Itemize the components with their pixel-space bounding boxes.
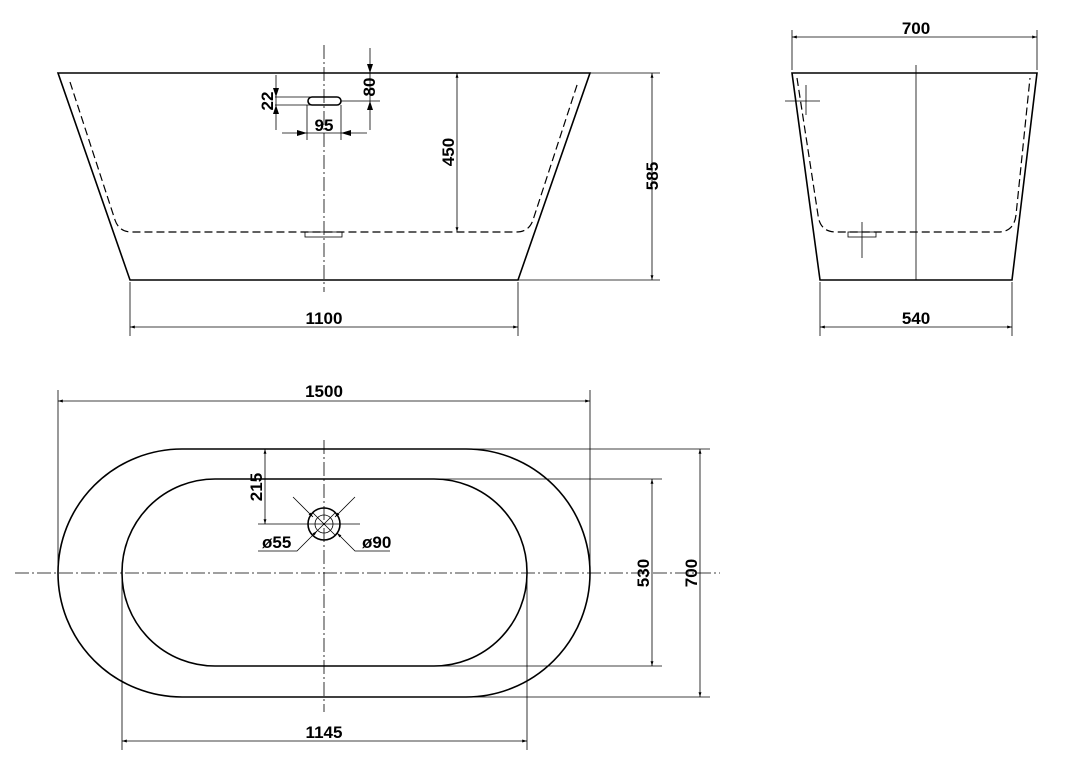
dim-diameter-55: ø55 [262,533,291,552]
dim-1500: 1500 [305,382,343,401]
dim-540: 540 [902,309,930,328]
dim-22: 22 [258,92,277,111]
dim-diameter-90: ø90 [362,533,391,552]
dim-80: 80 [360,78,379,97]
dim-700-side: 700 [902,19,930,38]
dim-530: 530 [634,559,653,587]
plan-view: 1500 700 530 1145 215 ø55 ø90 [15,382,720,750]
front-view: 585 450 1100 22 95 80 [56,45,662,336]
drain-icon [304,231,343,238]
dim-95: 95 [315,116,334,135]
dim-1145: 1145 [306,723,343,742]
side-view: 700 540 [785,19,1038,336]
dim-450: 450 [439,138,458,166]
overflow-slot [307,96,342,106]
dim-585: 585 [643,162,662,190]
dim-700-plan: 700 [682,559,701,587]
dim-1100: 1100 [306,309,343,328]
dim-215: 215 [247,473,266,501]
